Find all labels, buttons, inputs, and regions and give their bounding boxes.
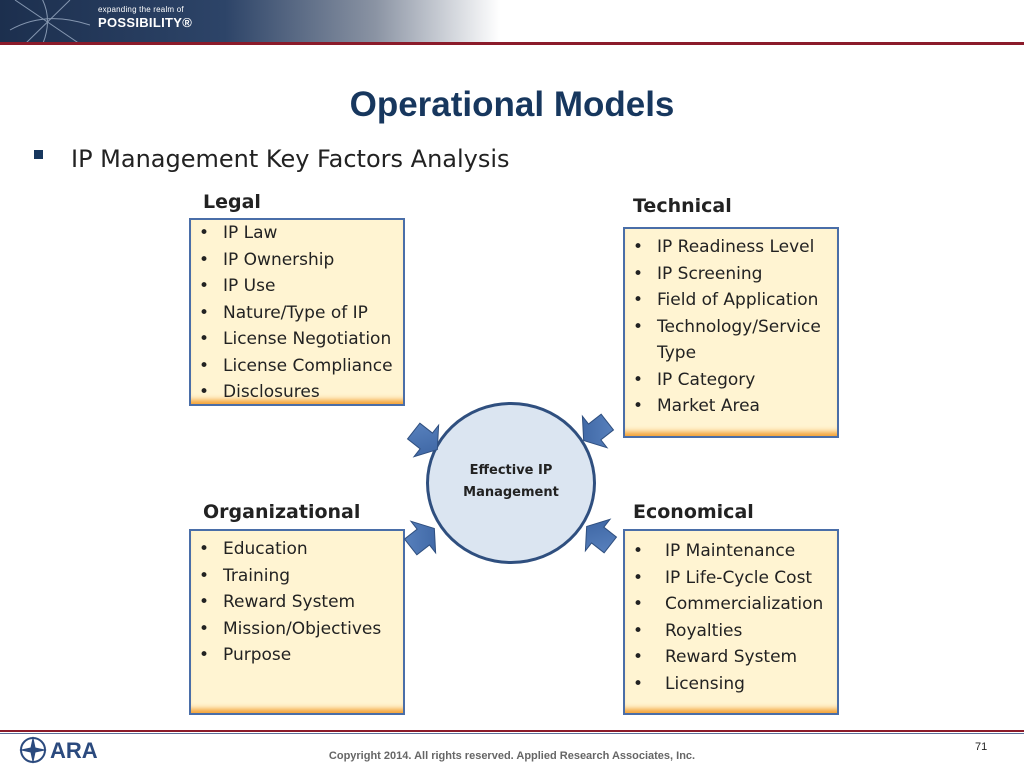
square-bullet-icon bbox=[34, 150, 43, 159]
list-item: License Negotiation bbox=[191, 326, 403, 353]
center-label-line2: Management bbox=[463, 485, 559, 500]
list-item: Type bbox=[657, 343, 697, 363]
list-item: Mission/Objectives bbox=[191, 616, 403, 643]
legal-box: IP Law IP Ownership IP Use Nature/Type o… bbox=[189, 218, 405, 406]
slide-title: Operational Models bbox=[349, 85, 675, 124]
list-item: IP Maintenance bbox=[625, 538, 837, 565]
possibility-logo bbox=[9, 0, 90, 44]
list-item: IP Screening bbox=[625, 261, 837, 288]
list-item: IP Readiness Level bbox=[625, 234, 837, 261]
economical-list: IP Maintenance IP Life-Cycle Cost Commer… bbox=[625, 538, 837, 697]
header-banner bbox=[0, 0, 500, 44]
page-number: 71 bbox=[975, 741, 988, 753]
organizational-box: Education Training Reward System Mission… bbox=[189, 529, 405, 715]
list-item: Commercialization bbox=[625, 591, 837, 618]
economical-heading: Economical bbox=[633, 501, 754, 523]
list-item: IP Ownership bbox=[191, 247, 403, 274]
banner-wordmark: POSSIBILITY® bbox=[98, 15, 193, 30]
footer-rule-secondary bbox=[0, 733, 1024, 734]
banner-tagline: expanding the realm of bbox=[98, 5, 184, 14]
organizational-heading: Organizational bbox=[203, 501, 361, 523]
footer-rule bbox=[0, 730, 1024, 732]
center-circle bbox=[426, 402, 596, 564]
list-item: IP Law bbox=[191, 220, 403, 247]
center-label: Effective IP Management bbox=[426, 460, 596, 504]
list-item: Royalties bbox=[625, 618, 837, 645]
list-item: License Compliance bbox=[191, 353, 403, 380]
technical-box: IP Readiness Level IP Screening Field of… bbox=[623, 227, 839, 438]
technical-list: IP Readiness Level IP Screening Field of… bbox=[625, 234, 837, 420]
list-item: Reward System bbox=[191, 589, 403, 616]
list-item: Education bbox=[191, 536, 403, 563]
list-item: Nature/Type of IP bbox=[191, 300, 403, 327]
list-item: Reward System bbox=[625, 644, 837, 671]
center-label-line1: Effective IP bbox=[469, 463, 553, 478]
slide-bullet: IP Management Key Factors Analysis bbox=[71, 145, 510, 173]
list-item: Technology/Service bbox=[625, 314, 837, 341]
list-item: IP Category bbox=[625, 367, 837, 394]
list-item: IP Life-Cycle Cost bbox=[625, 565, 837, 592]
ara-logo-text: ARA bbox=[50, 738, 98, 763]
list-item: Purpose bbox=[191, 642, 403, 669]
list-item: IP Use bbox=[191, 273, 403, 300]
technical-heading: Technical bbox=[633, 195, 732, 217]
legal-list: IP Law IP Ownership IP Use Nature/Type o… bbox=[191, 220, 403, 404]
copyright-text: Copyright 2014. All rights reserved. App… bbox=[328, 750, 696, 762]
list-item: Field of Application bbox=[625, 287, 837, 314]
economical-box: IP Maintenance IP Life-Cycle Cost Commer… bbox=[623, 529, 839, 715]
ara-logo: ARA bbox=[19, 736, 98, 764]
legal-heading: Legal bbox=[203, 191, 261, 213]
list-item: Market Area bbox=[625, 393, 837, 420]
list-item: Licensing bbox=[625, 671, 837, 698]
list-item: Disclosures bbox=[191, 379, 403, 404]
list-item: Training bbox=[191, 563, 403, 590]
organizational-list: Education Training Reward System Mission… bbox=[191, 536, 403, 669]
header-rule bbox=[0, 42, 1024, 45]
